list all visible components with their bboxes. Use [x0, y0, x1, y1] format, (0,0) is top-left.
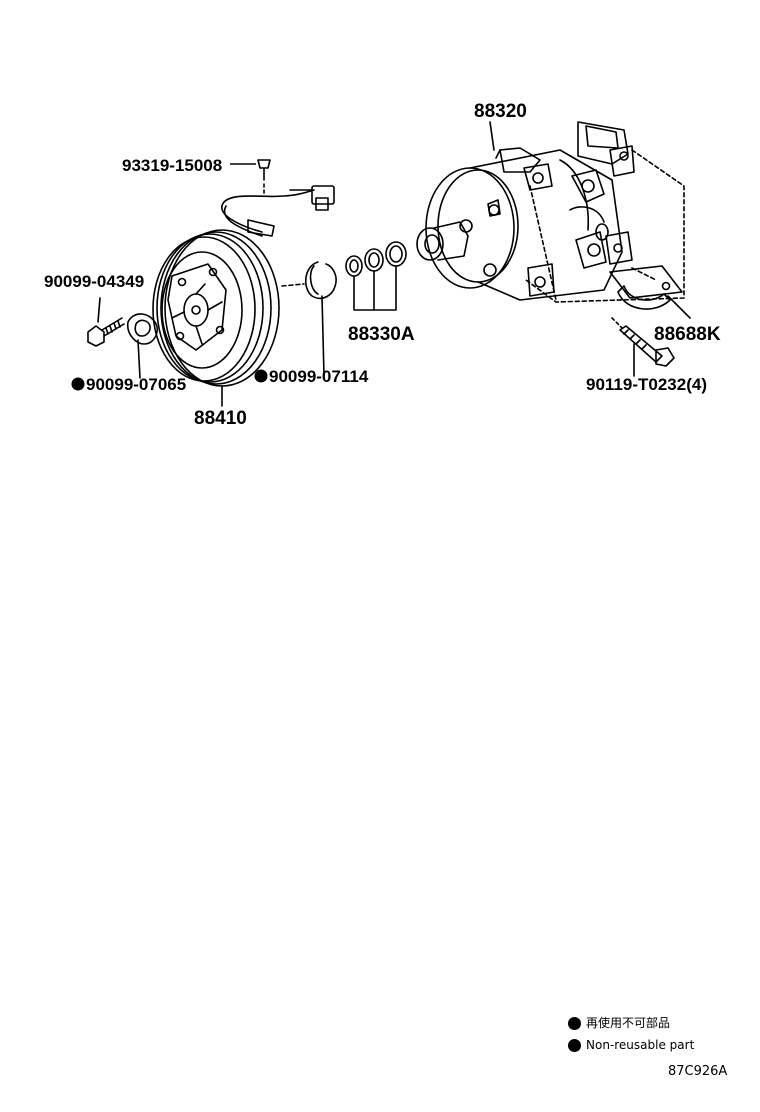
legend-marker — [568, 1038, 581, 1052]
non-reusable-marker-90099-07065 — [71, 377, 85, 391]
label-93319-15008: 93319-15008 — [122, 156, 222, 175]
screw-93319-15008-drawing — [257, 159, 271, 197]
clutch-pulley-drawing — [152, 229, 280, 387]
legend-row-jp: 再使用不可部品 — [568, 1012, 694, 1034]
figure-code: 87C926A — [668, 1064, 728, 1079]
legend-jp-text: 再使用不可部品 — [586, 1016, 671, 1030]
label-90119-T0232: 90119-T0232(4) — [586, 375, 707, 394]
legend-row-en: Non-reusable part — [568, 1034, 694, 1056]
snap-ring-90099-07114-drawing — [281, 261, 337, 377]
label-90099-07114: 90099-07114 — [269, 367, 369, 386]
legend: 再使用不可部品 Non-reusable part — [568, 1012, 694, 1056]
bracket-88688K-drawing — [609, 265, 691, 319]
clutch-wire-harness — [221, 185, 335, 237]
label-90099-04349: 90099-04349 — [44, 272, 144, 291]
bolt-90119-T0232-drawing — [611, 317, 675, 377]
legend-en-text: Non-reusable part — [586, 1038, 695, 1052]
exploded-parts-diagram: 88320 93319-15008 90099-04349 88330A 886… — [44, 101, 721, 429]
non-reusable-marker-90099-07114 — [254, 369, 268, 383]
label-88330A: 88330A — [348, 324, 415, 345]
label-88410: 88410 — [194, 408, 247, 429]
compressor-drawing — [416, 121, 685, 303]
shim-90099-07065-drawing — [126, 313, 159, 379]
label-88688K: 88688K — [654, 324, 721, 345]
o-rings-88330A-drawing — [345, 241, 407, 311]
label-90099-07065: 90099-07065 — [86, 375, 186, 394]
bolt-90099-04349-drawing — [87, 297, 125, 347]
label-88320: 88320 — [474, 101, 527, 122]
legend-marker — [568, 1016, 581, 1030]
